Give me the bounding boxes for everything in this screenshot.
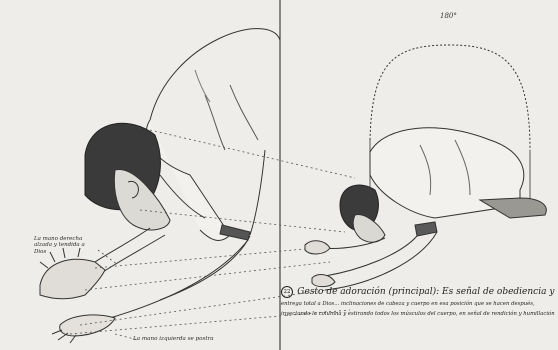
note-bottom-hand: La mano izquierda se postra — [133, 336, 273, 342]
caption-title: Gesto de adoración (principal): Es señal… — [297, 287, 554, 297]
small-figure — [305, 45, 546, 290]
angle-label: 180° — [440, 12, 457, 20]
caption-number: 22 — [281, 286, 293, 298]
large-figure — [40, 29, 280, 343]
note-left-hand: La mano derecha alzada y tendida a Dios — [34, 236, 96, 255]
caption: 22 Gesto de adoración (principal): Es se… — [281, 286, 556, 318]
caption-body: entrega total a Dios... inclinaciones de… — [281, 301, 555, 317]
